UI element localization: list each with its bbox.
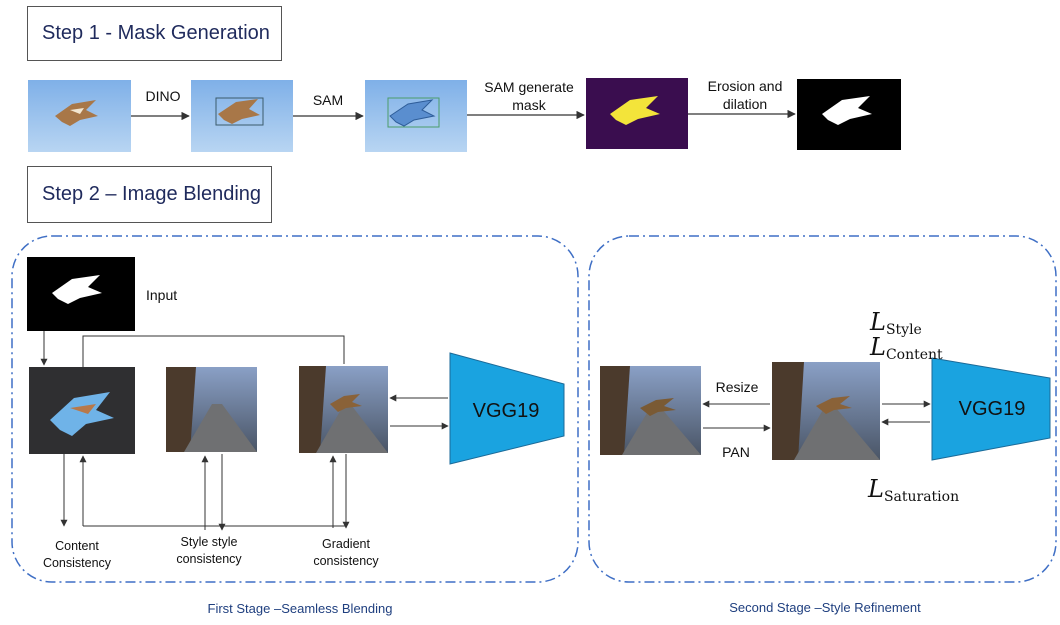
stage2-output-image — [600, 366, 701, 455]
sam-mask-image — [586, 78, 688, 149]
vgg19-label-stage1: VGG19 — [472, 400, 540, 422]
gradient-consistency-label: Gradient consistency — [300, 536, 392, 570]
gradient-consistency-line2: consistency — [313, 554, 379, 568]
style-consistency-line2: consistency — [176, 552, 242, 566]
erosion-label-line2: dilation — [722, 96, 768, 112]
vgg19-block-stage1 — [449, 352, 565, 465]
step1-title: Step 1 - Mask Generation — [27, 6, 282, 61]
blended-image — [299, 366, 388, 453]
resize-label: Resize — [715, 379, 759, 395]
loss-content-sub: Content — [885, 347, 943, 363]
pan-label: PAN — [722, 444, 750, 460]
loss-content: LContent — [870, 333, 943, 363]
loss-style: LStyle — [870, 308, 922, 338]
step2-title: Step 2 – Image Blending — [27, 166, 272, 223]
input-mask-image — [27, 257, 135, 331]
content-consistency-line2: Consistency — [42, 556, 112, 570]
vgg19-label-stage2: VGG19 — [958, 398, 1026, 420]
bird-photo-2 — [191, 80, 293, 152]
content-consistency-line1: Content — [55, 539, 99, 553]
stage2-caption: Second Stage –Style Refinement — [729, 600, 921, 615]
loss-style-symbol: L — [870, 308, 886, 336]
gradient-consistency-line1: Gradient — [322, 537, 370, 551]
erosion-label: Erosion and dilation — [695, 77, 795, 113]
erosion-label-line1: Erosion and — [707, 78, 783, 94]
stage1-caption: First Stage –Seamless Blending — [207, 601, 393, 616]
loss-saturation: LSaturation — [868, 475, 959, 505]
style-consistency-line1: Style style — [180, 535, 238, 549]
loss-content-symbol: L — [870, 333, 886, 361]
loss-saturation-sub: Saturation — [883, 489, 960, 505]
loss-saturation-symbol: L — [868, 475, 884, 503]
sam-mask-label-line2: mask — [512, 97, 546, 113]
road-image — [166, 367, 257, 452]
sam-mask-label: SAM generate mask — [474, 78, 584, 114]
bird-photo-1 — [28, 80, 131, 152]
input-label: Input — [146, 287, 178, 303]
vgg19-block-stage2 — [931, 357, 1051, 461]
sam-mask-label-line1: SAM generate — [484, 79, 574, 95]
sam-label: SAM — [312, 92, 344, 108]
stage1-container — [11, 235, 579, 583]
bird-cutout-image — [29, 367, 135, 454]
loss-style-sub: Style — [885, 322, 922, 338]
stage2-container — [588, 235, 1057, 583]
style-consistency-label: Style style consistency — [164, 534, 254, 568]
content-consistency-label: Content Consistency — [32, 538, 122, 572]
feedback-line-top — [82, 335, 345, 367]
binary-mask-image — [797, 79, 901, 150]
dino-label: DINO — [145, 88, 181, 104]
bird-photo-3 — [365, 80, 467, 152]
stage2-input-image — [772, 362, 880, 460]
